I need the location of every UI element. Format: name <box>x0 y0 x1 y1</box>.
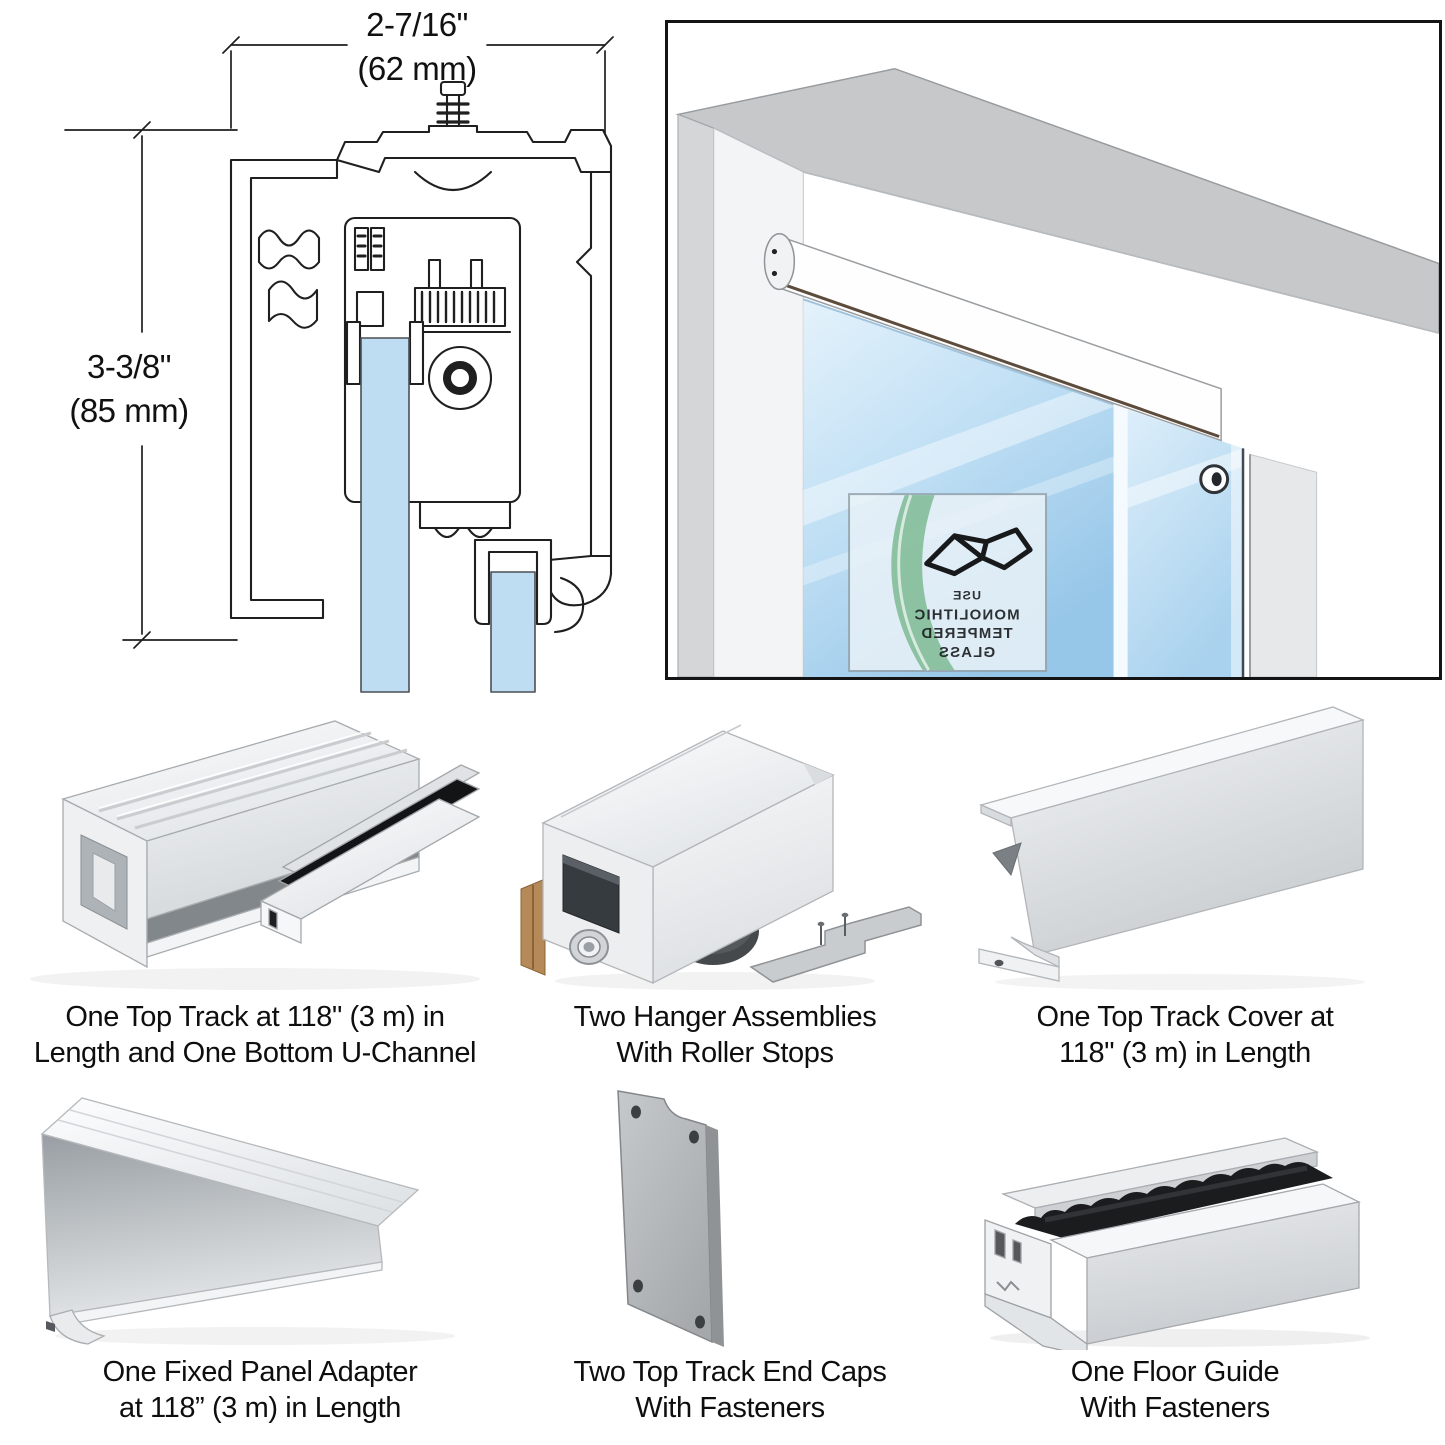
svg-text:GLASS: GLASS <box>938 645 995 661</box>
fixed-panel-adapter-illustration <box>40 1097 455 1345</box>
floor-guide-illustration <box>984 1137 1370 1350</box>
door-illustration: USE MONOLITHIC TEMPERED GLASS <box>675 67 1439 677</box>
component-top-track: One Top Track at 118" (3 m) in Length an… <box>15 705 495 1071</box>
component-end-caps: Two Top Track End Caps With Fasteners <box>520 1078 940 1426</box>
component-caption: One Top Track at 118" (3 m) in Length an… <box>33 1001 477 1069</box>
component-caption: Two Hanger Assemblies With Roller Stops <box>573 1001 877 1069</box>
top-track-cover-illustration <box>978 706 1365 990</box>
component-caption: One Floor Guide With Fasteners <box>1070 1356 1280 1424</box>
hanger-assembly-illustration <box>520 724 922 990</box>
end-cap-illustration <box>617 1090 724 1347</box>
finger-pull <box>1199 464 1230 495</box>
mirrored-label-text: USE MONOLITHIC TEMPERED GLASS <box>913 588 1019 661</box>
end-cap-plate <box>617 1090 724 1347</box>
roller-stop-icon <box>749 906 922 983</box>
component-fixed-panel-adapter: One Fixed Panel Adapter at 118” (3 m) in… <box>20 1078 500 1426</box>
svg-text:TEMPERED: TEMPERED <box>920 626 1012 642</box>
svg-text:MONOLITHIC: MONOLITHIC <box>913 607 1019 623</box>
height-dimension-mm-label: (85 mm) <box>69 392 188 429</box>
door-figure: USE MONOLITHIC TEMPERED GLASS <box>665 20 1442 680</box>
component-caption: One Top Track Cover at 118" (3 m) in Len… <box>1036 1001 1334 1069</box>
u-channel-icon <box>259 764 481 945</box>
track-end-cap-icon <box>763 232 796 291</box>
glass-panels <box>360 337 536 693</box>
component-top-track-cover: One Top Track Cover at 118" (3 m) in Len… <box>955 705 1415 1071</box>
right-jamb <box>1249 453 1318 677</box>
width-dimension-mm-label: (62 mm) <box>357 50 476 87</box>
top-track-bar <box>763 232 1222 442</box>
dimension-lines <box>64 36 614 649</box>
technical-drawing: 2-7/16" (62 mm) 3-3/8" (85 mm) <box>64 6 614 693</box>
component-caption: One Fixed Panel Adapter at 118” (3 m) in… <box>102 1356 418 1424</box>
top-track-illustration <box>30 720 481 990</box>
track-profile <box>229 80 613 634</box>
screw-icon <box>439 80 467 97</box>
brush-insert-icon <box>1015 1162 1333 1238</box>
svg-text:USE: USE <box>952 588 981 602</box>
component-hanger-assembly: Two Hanger Assemblies With Roller Stops <box>505 705 945 1071</box>
glass-label: USE MONOLITHIC TEMPERED GLASS <box>848 493 1048 673</box>
height-dimension-label: 3-3/8" <box>87 348 171 385</box>
cross-section-figure: 2-7/16" (62 mm) 3-3/8" (85 mm) <box>5 0 660 700</box>
width-dimension-label: 2-7/16" <box>366 6 468 43</box>
component-floor-guide: One Floor Guide With Fasteners <box>945 1078 1405 1426</box>
safety-glasses-icon <box>924 527 1033 577</box>
component-caption: Two Top Track End Caps With Fasteners <box>573 1356 887 1424</box>
